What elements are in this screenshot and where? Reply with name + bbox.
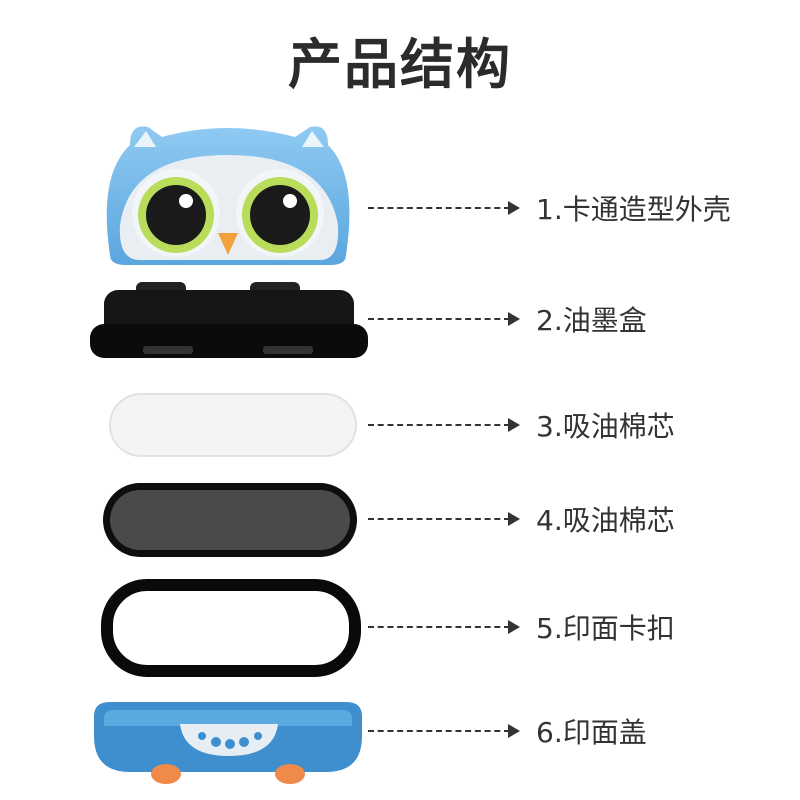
- dashed-leader-line: [368, 626, 510, 628]
- part-3-label: 3.吸油棉芯: [536, 410, 675, 443]
- owl-shell-image: [106, 126, 350, 265]
- dashed-leader-line: [368, 318, 510, 320]
- part-4-row: 4.吸油棉芯: [368, 504, 675, 537]
- white-cotton-pad-image: [109, 393, 357, 457]
- part-1-row: 1.卡通造型外壳: [368, 193, 731, 226]
- arrow-icon: [508, 312, 520, 326]
- part-6-row: 6.印面盖: [368, 716, 647, 749]
- stamp-cover-image: [94, 702, 362, 784]
- arrow-icon: [508, 724, 520, 738]
- dashed-leader-line: [368, 730, 510, 732]
- dashed-leader-line: [368, 518, 510, 520]
- dashed-leader-line: [368, 424, 510, 426]
- gray-cotton-pad-image: [103, 483, 357, 557]
- page-title: 产品结构: [288, 33, 512, 96]
- part-2-label: 2.油墨盒: [536, 304, 647, 337]
- arrow-icon: [508, 512, 520, 526]
- ring-clip-image: [101, 579, 361, 677]
- arrow-icon: [508, 418, 520, 432]
- part-4-label: 4.吸油棉芯: [536, 504, 675, 537]
- part-6-label: 6.印面盖: [536, 716, 647, 749]
- part-5-row: 5.印面卡扣: [368, 612, 675, 645]
- part-2-row: 2.油墨盒: [368, 304, 647, 337]
- dashed-leader-line: [368, 207, 510, 209]
- ink-box-image: [90, 282, 368, 358]
- arrow-icon: [508, 201, 520, 215]
- part-5-label: 5.印面卡扣: [536, 612, 675, 645]
- arrow-icon: [508, 620, 520, 634]
- part-3-row: 3.吸油棉芯: [368, 410, 675, 443]
- part-1-label: 1.卡通造型外壳: [536, 193, 731, 226]
